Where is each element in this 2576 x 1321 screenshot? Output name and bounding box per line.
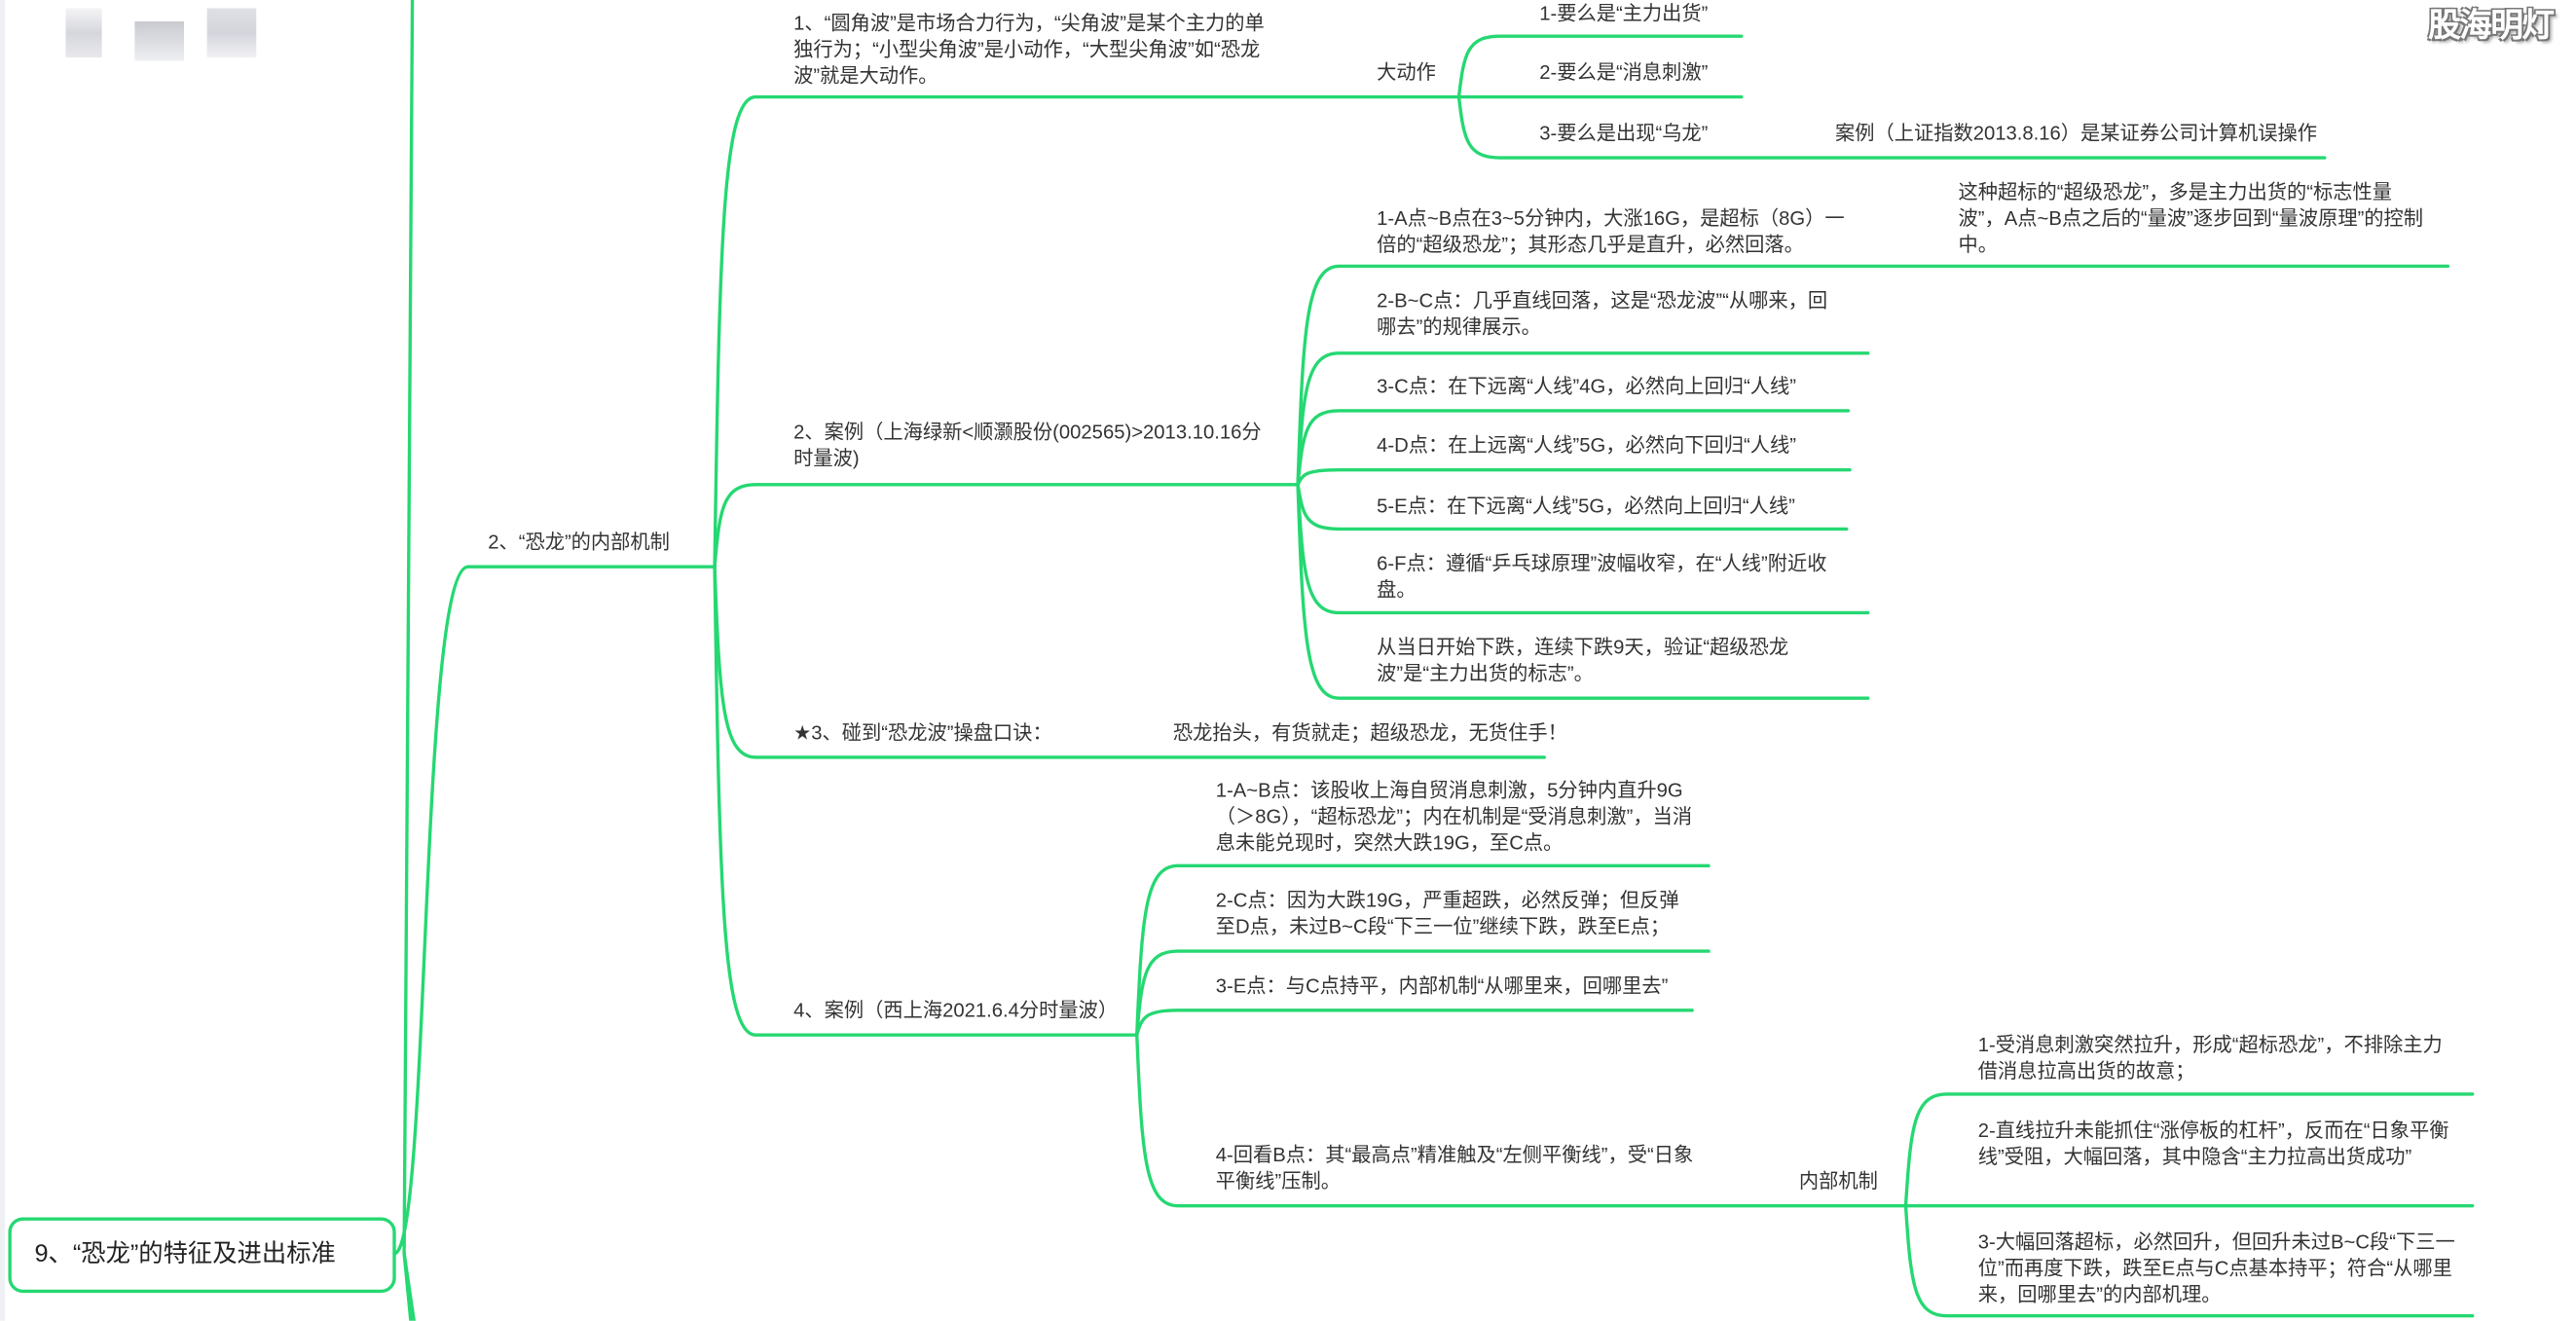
edge-case2 — [1135, 949, 1711, 1037]
node-case-item[interactable]: 从当日开始下跌，连续下跌9天，验证“超级恐龙波”是“主力出货的标志”。 — [1377, 636, 1789, 685]
blurred-badge-icon — [206, 8, 257, 58]
edge-root-to-mechanism — [392, 565, 717, 1256]
trunk-up-edge — [402, 0, 415, 1256]
node-case-item[interactable]: 3-C点：在下远离“人线”4G，必然向上回归“人线” — [1377, 374, 1797, 398]
blurred-avatar-icon — [65, 8, 102, 58]
node-case-item[interactable]: 2-B~C点：几乎直线回落，这是“恐龙波”“从哪来，回哪去”的规律展示。 — [1377, 289, 1828, 339]
edge-case2 — [1135, 1033, 1908, 1208]
edge-level2 — [713, 483, 1300, 569]
node-case2-item[interactable]: 4-回看B点：其“最高点”精准触及“左侧平衡线”，受“日象平衡线”压制。 — [1215, 1143, 1694, 1193]
edge-case2 — [1135, 863, 1711, 1037]
watermark-logo: 股海明灯 — [2428, 8, 2555, 45]
node-case-item-note[interactable]: 这种超标的“超级恐龙”，多是主力出货的“标志性量波”，A点~B点之后的“量波”逐… — [1958, 180, 2424, 257]
node-case2-item[interactable]: 1-A~B点：该股收上海自贸消息刺激，5分钟内直升9G（＞8G），“超标恐龙”；… — [1215, 778, 1693, 855]
node-round-vs-sharp-wave[interactable]: 1、“圆角波”是市场合力行为，“尖角波”是某个主力的单独行为；“小型尖角波”是小… — [793, 11, 1265, 88]
edge-case1 — [1296, 409, 1851, 487]
blurred-name-icon — [134, 20, 184, 61]
edge-mechanism — [1903, 1203, 2475, 1318]
node-case2-item[interactable]: 3-E点：与C点持平，内部机制“从哪里来，回哪里去” — [1215, 973, 1669, 998]
trunk-down-edge-2 — [402, 1251, 416, 1321]
edge-big-action — [1456, 94, 2327, 160]
edge-big-action — [1456, 34, 1744, 99]
node-mechanism-item[interactable]: 3-大幅回落超标，必然回升，但回升未过B~C段“下三一位”而再度下跌，跌至E点与… — [1977, 1229, 2455, 1306]
node-internal-mechanism[interactable]: 2、“恐龙”的内部机制 — [488, 531, 670, 554]
root-node[interactable]: 9、“恐龙”的特征及进出标准 — [8, 1217, 396, 1294]
node-case-item[interactable]: 5-E点：在下远离“人线”5G，必然向上回归“人线” — [1377, 494, 1795, 518]
node-mechanism-item[interactable]: 1-受消息刺激突然拉升，形成“超标恐龙”，不排除主力借消息拉高出货的故意； — [1977, 1033, 2443, 1083]
node-big-action[interactable]: 大动作 — [1377, 60, 1436, 85]
edge-level2 — [713, 94, 1461, 569]
node-case-item[interactable]: 6-F点：遵循“乒乓球原理”波幅收窄，在“人线”附近收盘。 — [1377, 552, 1827, 602]
edge-case1 — [1296, 351, 1870, 487]
edge-case1 — [1296, 483, 1870, 700]
node-oolong-case[interactable]: 案例（上证指数2013.8.16）是某证券公司计算机误操作 — [1834, 121, 2318, 145]
node-case-west-shanghai[interactable]: 4、案例（西上海2021.6.4分时量波） — [793, 999, 1119, 1022]
edge-level2 — [713, 565, 1139, 1037]
node-case-item[interactable]: 4-D点：在上远离“人线”5G，必然向下回归“人线” — [1377, 433, 1797, 458]
node-inner-mechanism[interactable]: 内部机制 — [1798, 1169, 1878, 1193]
node-mechanism-item[interactable]: 2-直线拉升未能抓住“涨停板的杠杆”，反而在“日象平衡线”受阻，大幅回落，其中隐… — [1977, 1119, 2449, 1168]
node-case2-item[interactable]: 2-C点：因为大跌19G，严重超跌，必然反弹；但反弹至D点，未过B~C段“下三一… — [1215, 888, 1679, 938]
node-mantra-text[interactable]: 恐龙抬头，有货就走；超级恐龙，无货住手！ — [1172, 720, 1567, 745]
node-big-action-item[interactable]: 1-要么是“主力出货” — [1539, 1, 1709, 25]
edge-mechanism — [1903, 1092, 2475, 1208]
edge-case1 — [1296, 264, 2450, 487]
edge-case2 — [1135, 1009, 1694, 1037]
node-trading-mantra[interactable]: ★3、碰到“恐龙波”操盘口诀： — [793, 720, 1052, 745]
node-big-action-item[interactable]: 3-要么是出现“乌龙” — [1539, 121, 1709, 145]
node-big-action-item[interactable]: 2-要么是“消息刺激” — [1539, 60, 1709, 85]
edge-case1 — [1296, 467, 1852, 487]
left-edge — [0, 0, 6, 1321]
node-case-shunhao[interactable]: 2、案例（上海绿新<顺灏股份(002565)>2013.10.16分时量波) — [793, 421, 1262, 470]
node-case-item[interactable]: 1-A点~B点在3~5分钟内，大涨16G，是超标（8G）一倍的“超级恐龙”；其形… — [1377, 206, 1845, 257]
